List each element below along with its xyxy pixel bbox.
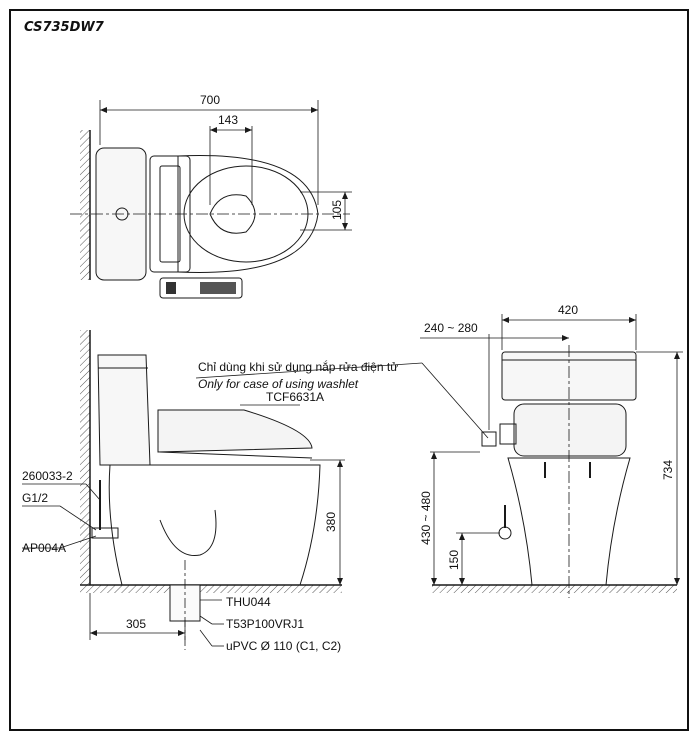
panel-buttons [200,282,236,294]
model-title: CS735DW7 [24,20,104,35]
dim-700: 700 [200,93,220,107]
note-vietnamese: Chỉ dùng khi sử dụng nắp rửa điện tử [198,359,398,374]
note-english: Only for case of using washlet [198,377,359,391]
page-frame [9,9,689,731]
side-tank [97,354,151,466]
dim-420: 420 [558,303,578,317]
front-supply-valve [498,526,512,540]
label-flange: THU044 [226,595,271,609]
label-seat: TCF6631A [266,390,324,404]
dim-380: 380 [324,512,338,532]
side-bowl [108,464,321,586]
dim-734: 734 [661,460,675,480]
front-washlet [513,403,627,457]
dim-143: 143 [218,113,238,127]
front-bowl [507,457,631,586]
side-washlet [157,409,313,453]
label-supply-hose: 260033-2 [22,469,73,483]
label-valve: AP004A [22,541,66,555]
side-angle-valve [91,527,119,539]
panel-button [166,282,176,294]
label-pipe: uPVC Ø 110 (C1, C2) [226,639,341,653]
dim-430-480: 430 ~ 480 [419,491,433,545]
side-trapway [159,509,217,557]
dim-240-280: 240 ~ 280 [424,321,478,335]
top-view [70,100,352,299]
dim-150: 150 [447,550,461,570]
top-wall-hatch [80,130,90,280]
front-side-panel [499,423,517,445]
front-outlet-socket [481,431,497,447]
label-thread: G1/2 [22,491,48,505]
side-view [22,330,345,650]
top-control-panel [159,277,243,299]
dim-305: 305 [126,617,146,631]
front-view [195,314,683,598]
label-adapter: T53P100VRJ1 [226,617,304,631]
dim-105: 105 [330,200,344,220]
